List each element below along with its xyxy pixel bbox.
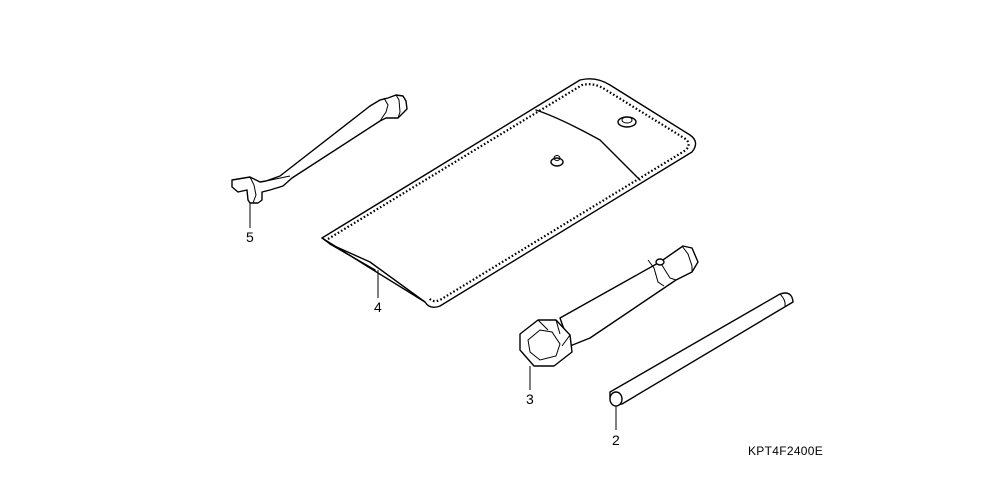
- part-3-plug-wrench: [519, 245, 699, 367]
- callout-2: 2: [612, 432, 620, 448]
- part-5-wrench: [231, 94, 408, 204]
- callout-5: 5: [246, 229, 254, 245]
- callout-3: 3: [526, 391, 534, 407]
- diagram-code: KPT4F2400E: [748, 444, 823, 458]
- callout-4: 4: [374, 299, 382, 315]
- part-4-tool-bag: [321, 78, 697, 309]
- part-2-bar: [609, 292, 794, 407]
